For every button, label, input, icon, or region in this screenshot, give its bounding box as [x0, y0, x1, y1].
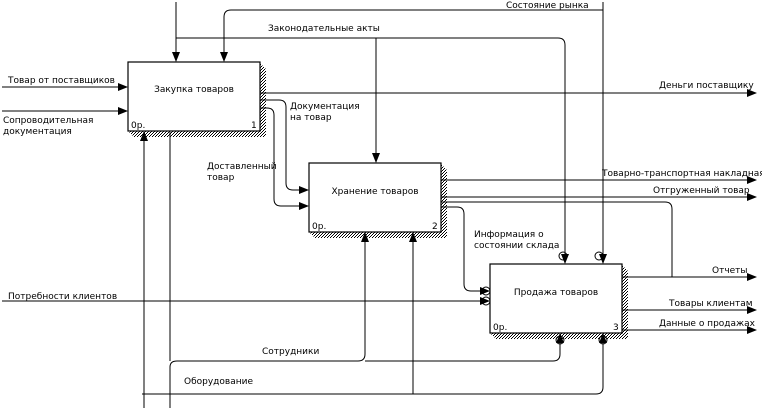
arrow-goods-to-clients[interactable]: Товары клиентам [622, 299, 757, 314]
box-a1-title: Закупка товаров [154, 85, 234, 95]
arrow-client-needs[interactable]: Потребности клиентов [2, 292, 491, 306]
arrow-goods-documentation[interactable]: Документация на товар [260, 99, 360, 194]
arrow-reports[interactable]: Отчеты [441, 201, 757, 281]
arrow-staff[interactable]: Сотрудники [140, 131, 565, 408]
label-sales-data: Данные о продажах [659, 319, 756, 329]
box-a3[interactable]: Продажа товаров 0р. 3 [489, 263, 628, 339]
label-legislation: Законодательные акты [268, 24, 380, 34]
label-market-state: Состояние рынка [506, 1, 589, 11]
box-a2-cost: 0р. [312, 222, 326, 232]
arrow-money-to-supplier[interactable]: Деньги поставщику [260, 81, 757, 97]
box-a2[interactable]: Хранение товаров 0р. 2 [308, 162, 447, 238]
label-doc-line2: на товар [290, 113, 332, 123]
box-a3-title: Продажа товаров [514, 288, 598, 298]
arrow-supplier-goods[interactable]: Товар от поставщиков [2, 76, 128, 91]
label-money-to-supplier: Деньги поставщику [659, 81, 754, 91]
box-a3-number: 3 [613, 323, 619, 333]
arrow-sales-data[interactable]: Данные о продажах [622, 319, 757, 334]
arrow-legislation[interactable]: Законодательные акты [176, 24, 569, 264]
arrow-equipment[interactable]: Оборудование [142, 232, 608, 395]
label-client-needs: Потребности клиентов [8, 292, 117, 302]
box-a3-cost: 0р. [493, 323, 507, 333]
label-warehouse-info-line1: Информация о [474, 230, 544, 240]
arrow-shipped-goods[interactable]: Отгруженный товар [441, 186, 757, 201]
arrow-market-state[interactable]: Состояние рынка [172, 1, 607, 264]
label-supplier-goods: Товар от поставщиков [7, 76, 115, 86]
label-delivered-line2: товар [207, 173, 235, 183]
arrow-waybill[interactable]: Товарно-транспортная накладная [441, 169, 762, 184]
label-reports: Отчеты [712, 266, 748, 276]
label-goods-to-clients: Товары клиентам [668, 299, 753, 309]
box-a2-number: 2 [432, 222, 438, 232]
arrow-accompanying-docs[interactable]: Сопроводительная документация [2, 107, 128, 137]
label-staff: Сотрудники [262, 347, 319, 357]
box-a2-title: Хранение товаров [331, 187, 418, 197]
box-a1-number: 1 [251, 121, 257, 131]
arrow-delivered-goods[interactable]: Доставленный товар [207, 107, 309, 210]
box-a1[interactable]: Закупка товаров 0р. 1 [127, 61, 266, 137]
label-warehouse-info-line2: состоянии склада [474, 241, 559, 251]
label-shipped-goods: Отгруженный товар [653, 186, 750, 196]
label-docs-line2: документация [3, 127, 72, 137]
box-a1-cost: 0р. [131, 121, 145, 131]
label-delivered-line1: Доставленный [207, 162, 277, 172]
label-doc-line1: Документация [290, 102, 360, 112]
arrow-warehouse-info[interactable]: Информация о состоянии склада [441, 206, 559, 296]
label-equipment: Оборудование [184, 377, 253, 387]
label-docs-line1: Сопроводительная [3, 116, 93, 126]
label-waybill: Товарно-транспортная накладная [601, 169, 762, 179]
